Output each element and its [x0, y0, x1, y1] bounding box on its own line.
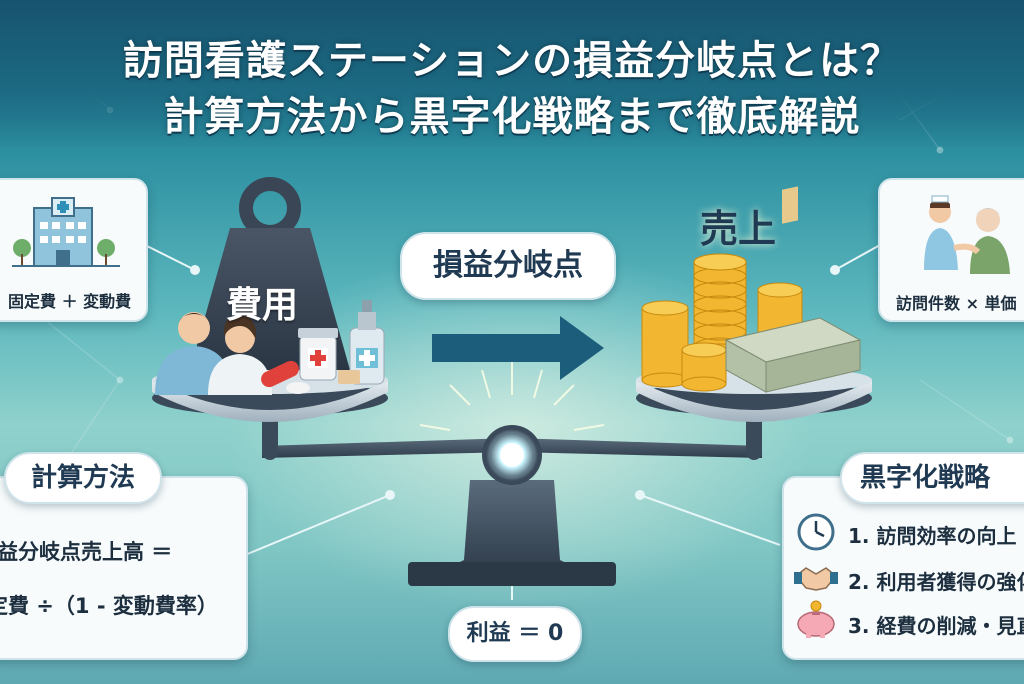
profit-zero-label: 利益 ＝ 0: [448, 606, 582, 662]
strategy-item-2: 2. 利用者獲得の強化: [848, 570, 1024, 594]
page-title-line-2: 計算方法から黒字化戦略まで徹底解説: [163, 94, 861, 140]
sales-label: 売上: [700, 207, 777, 251]
strategy-heading: 黒字化戦略: [840, 452, 1024, 504]
cost-card: 固定費 ＋ 変動費: [0, 178, 148, 322]
calculation-line-2: 固定費 ÷（1 - 変動費率）: [0, 594, 218, 618]
calculation-card: [0, 476, 248, 660]
revenue-formula-text: 訪問件数 × 単価: [896, 294, 1017, 313]
calculation-heading: 計算方法: [4, 452, 162, 504]
clock-icon: [797, 513, 835, 551]
revenue-card: 訪問件数 × 単価: [878, 178, 1024, 322]
breakeven-point-label: 損益分岐点: [400, 232, 616, 300]
cost-formula-text: 固定費 ＋ 変動費: [8, 292, 132, 311]
piggy-bank-icon: [797, 600, 835, 638]
strategy-item-1: 1. 訪問効率の向上: [848, 524, 1017, 548]
page-title-line-1: 訪問看護ステーションの損益分岐点とは？: [122, 38, 902, 84]
nurse-with-elderly-patient-icon: [924, 195, 1010, 274]
staff-icon: [155, 312, 272, 395]
handshake-icon: [794, 567, 838, 591]
strategy-item-3: 3. 経費の削減・見直し: [848, 614, 1024, 638]
cost-weight-label: 費用: [226, 285, 299, 326]
title-band: [0, 0, 1024, 150]
calculation-line-1: 損益分岐点売上高 ＝: [0, 540, 173, 564]
hospital-building-icon: [12, 197, 120, 267]
